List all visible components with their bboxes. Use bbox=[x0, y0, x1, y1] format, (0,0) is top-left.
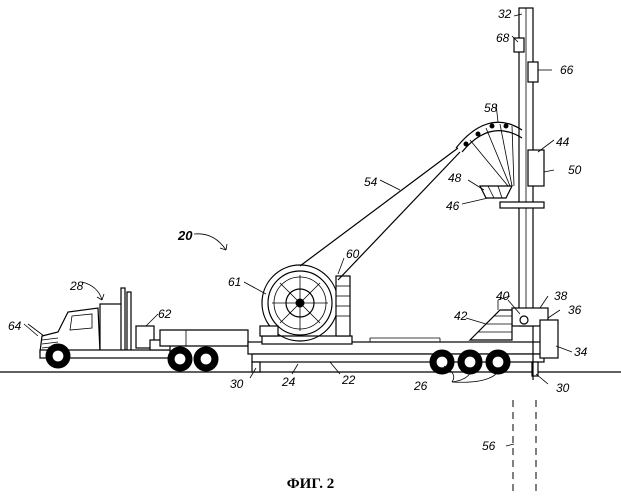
ref-58: 58 bbox=[484, 101, 498, 115]
ref-46: 46 bbox=[446, 199, 460, 213]
ref-34: 34 bbox=[574, 345, 588, 359]
ref-54: 54 bbox=[364, 175, 378, 189]
guide-arch bbox=[456, 122, 522, 186]
ref-40: 40 bbox=[496, 289, 510, 303]
ref-48: 48 bbox=[448, 171, 462, 185]
ref-50: 50 bbox=[568, 163, 582, 177]
ref-66: 66 bbox=[560, 63, 574, 77]
ref-28: 28 bbox=[69, 279, 84, 293]
ref-36: 36 bbox=[568, 303, 582, 317]
ref-26: 26 bbox=[413, 379, 428, 393]
ref-44: 44 bbox=[556, 135, 570, 149]
ref-64: 64 bbox=[8, 319, 22, 333]
ref-22: 22 bbox=[341, 373, 356, 387]
ref-30a: 30 bbox=[230, 377, 244, 391]
figure-caption: ФИГ. 2 bbox=[0, 476, 621, 493]
ref-42: 42 bbox=[454, 309, 468, 323]
ref-56: 56 bbox=[482, 439, 496, 453]
ref-38: 38 bbox=[554, 289, 568, 303]
ref-68: 68 bbox=[496, 31, 510, 45]
ref-62: 62 bbox=[158, 307, 172, 321]
ref-24: 24 bbox=[281, 375, 296, 389]
coil-reel bbox=[260, 265, 352, 344]
ref-32: 32 bbox=[498, 7, 512, 21]
mast bbox=[470, 8, 558, 380]
leader-lines bbox=[24, 14, 572, 446]
ref-61: 61 bbox=[228, 275, 241, 289]
coiled-tubing bbox=[300, 148, 460, 280]
ref-60: 60 bbox=[346, 247, 360, 261]
ref-20: 20 bbox=[177, 228, 193, 243]
ref-30b: 30 bbox=[556, 381, 570, 395]
